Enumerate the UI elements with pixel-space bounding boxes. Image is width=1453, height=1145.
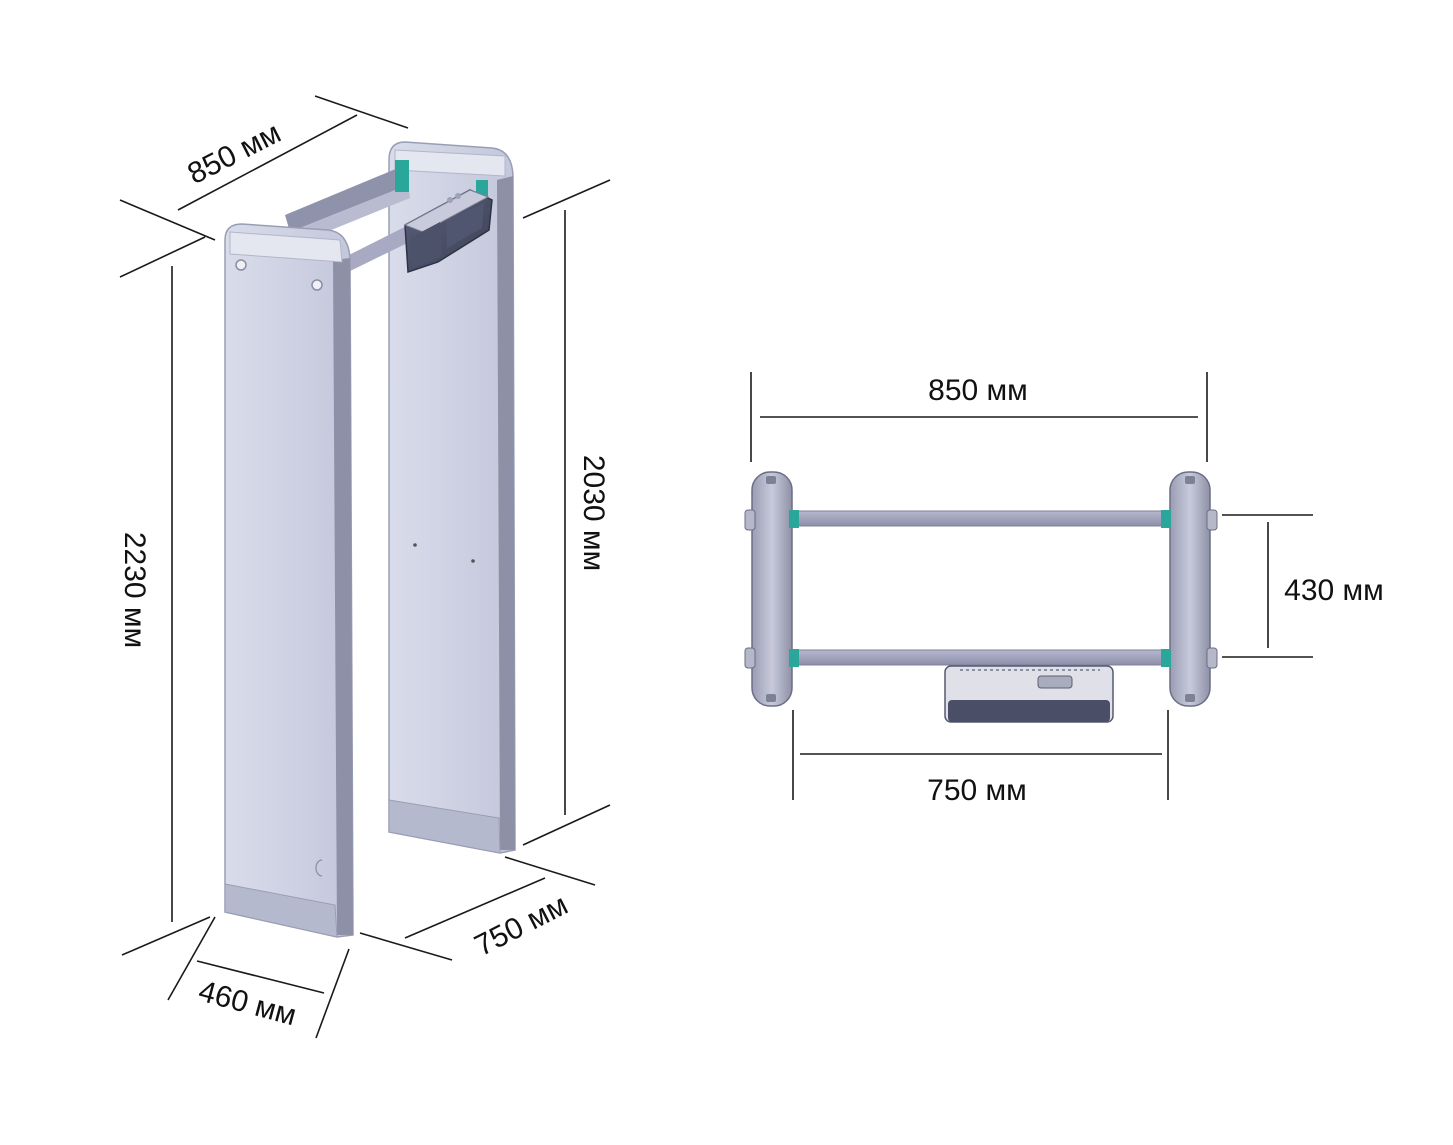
top-dimension-lines [750, 372, 1313, 800]
right-post-top [1161, 471, 1218, 707]
top-inner-width-label: 750 мм [927, 774, 1027, 807]
isometric-view: 850 мм 2230 мм 2030 мм 460 мм 750 мм [118, 95, 611, 1039]
teal-connector [395, 160, 409, 192]
left-panel [224, 223, 354, 938]
iso-inner-height-label: 2030 мм [577, 455, 610, 571]
iso-total-height-label: 2230 мм [118, 532, 151, 648]
teal-connector [1161, 649, 1171, 667]
top-view: 850 мм 750 мм 430 мм [744, 372, 1384, 807]
iso-inner-width-label: 750 мм [469, 888, 573, 963]
control-unit [403, 189, 493, 274]
control-unit-top [944, 665, 1114, 723]
top-outer-width-label: 850 мм [928, 374, 1028, 407]
bottom-crossbar [789, 649, 1171, 666]
top-bar-spacing-label: 430 мм [1284, 574, 1384, 607]
top-crossbar [789, 510, 1171, 527]
teal-connector [789, 510, 799, 528]
right-panel [388, 141, 516, 854]
teal-connector [789, 649, 799, 667]
iso-dimension-lines [119, 95, 611, 1039]
left-post-top [744, 471, 799, 707]
teal-connector [1161, 510, 1171, 528]
